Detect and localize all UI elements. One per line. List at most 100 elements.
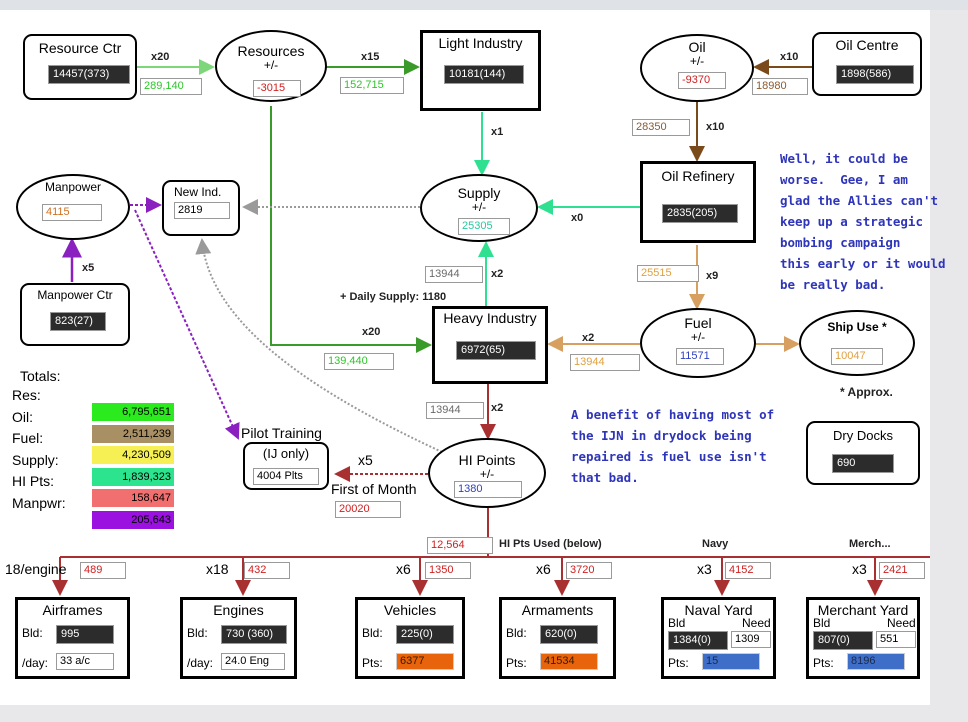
resources-value: -3015 [253, 80, 301, 97]
bld-label: Bld: [506, 626, 527, 640]
fuel-value: 11571 [676, 348, 724, 365]
pilot-training-node: (IJ only) 4004 Plts [243, 442, 329, 490]
totals-row: Manpwr:205,643 [12, 494, 174, 529]
oil-refinery-node: Oil Refinery 2835(205) [640, 161, 756, 243]
heavy-industry-out-multiplier: x2 [491, 402, 504, 414]
bld-value: 620(0) [540, 625, 598, 644]
production-hi-use: 3720 [566, 562, 612, 579]
supply-refinery-multiplier: x0 [571, 212, 584, 224]
note-drydock: A benefit of having most of the IJN in d… [571, 407, 775, 485]
bld-label: Bld: [362, 626, 383, 640]
oil-refinery-out-multiplier: x9 [706, 270, 719, 282]
heavy-industry-res-input: 139,440 [324, 353, 394, 370]
resources-output: 152,715 [340, 77, 404, 94]
pilot-training-sub: (IJ only) [262, 446, 310, 461]
heavy-industry-title: Heavy Industry [443, 310, 537, 326]
bld-label: Bld: [22, 626, 43, 640]
production-title: Armaments [521, 602, 594, 618]
oil-sign: +/- [689, 54, 705, 68]
pilot-training-multiplier: x5 [358, 452, 373, 468]
production-multiplier: x6 [396, 561, 411, 577]
production-title: Engines [213, 602, 264, 618]
totals-label: Manpwr: [12, 494, 66, 511]
row2-value: 8196 [847, 653, 905, 670]
oil-refinery-value: 2835(205) [662, 204, 738, 223]
resources-node: Resources +/- -3015 [215, 30, 327, 102]
heavy-industry-fuel-input: 13944 [570, 354, 640, 371]
oil-node: Oil +/- -9370 [640, 34, 754, 102]
totals-value: 6,795,651 [92, 403, 174, 421]
resources-sign: +/- [263, 58, 279, 72]
manpower-node: Manpower 4115 [16, 174, 130, 240]
totals-value: 2,511,239 [92, 424, 174, 443]
production-title: Vehicles [383, 602, 437, 618]
pilot-training-value: 4004 Plts [253, 468, 319, 485]
supply-title: Supply [457, 185, 501, 201]
hi-points-value: 1380 [454, 481, 522, 498]
resources-multiplier: x15 [361, 51, 380, 63]
production-hi-use: 2421 [879, 562, 925, 579]
production-multiplier: 18/engine [5, 561, 67, 577]
fuel-sign: +/- [690, 330, 706, 344]
bld-value: 995 [56, 625, 114, 644]
oil-refinery-in-multiplier: x10 [706, 121, 725, 133]
new-ind-title: New Ind. [174, 185, 222, 199]
totals-label: Fuel: [12, 430, 44, 446]
new-ind-value: 2819 [174, 202, 230, 219]
row2-value: 15 [702, 653, 760, 670]
dry-docks-node: Dry Docks 690 [806, 421, 920, 485]
production-multiplier: x3 [697, 561, 712, 577]
heavy-industry-output: 13944 [426, 402, 484, 419]
fuel-title: Fuel [684, 315, 712, 331]
production-title: Naval Yard [684, 602, 753, 618]
totals-row: Supply:1,839,323 [12, 452, 174, 486]
bld-value: 225(0) [396, 625, 454, 644]
totals-row: HI Pts:158,647 [12, 473, 174, 507]
navy-label: Navy [702, 538, 729, 550]
resource-ctr-value: 14457(373) [48, 65, 130, 84]
oil-centre-value: 1898(586) [836, 65, 914, 84]
totals-row: Oil:2,511,239 [12, 409, 174, 443]
need-label: Need [742, 616, 771, 630]
note-bombing: Well, it could be worse. Gee, I am glad … [780, 151, 946, 292]
supply-value: 25305 [458, 218, 510, 235]
resource-ctr-multiplier: x20 [151, 51, 170, 63]
resource-ctr-node: Resource Ctr 14457(373) [23, 34, 137, 100]
totals-value: 158,647 [92, 489, 174, 507]
production-hi-use: 489 [80, 562, 126, 579]
oil-centre-title: Oil Centre [835, 37, 899, 53]
heavy-industry-node: Heavy Industry 6972(65) [432, 306, 548, 384]
bld-label: Bld: [187, 626, 208, 640]
need-value: 1309 [731, 631, 771, 648]
production-hi-use: 1350 [425, 562, 471, 579]
manpower-ctr-node: Manpower Ctr 823(27) [20, 283, 130, 346]
daily-supply-label: + Daily Supply: 1180 [340, 291, 447, 303]
resource-ctr-title: Resource Ctr [38, 40, 122, 56]
totals-value: 1,839,323 [92, 467, 174, 486]
need-value: 551 [876, 631, 916, 648]
ship-use-node: Ship Use * 10047 [799, 310, 915, 376]
heavy-industry-res-multiplier: x20 [362, 326, 381, 338]
row2-label: /day: [22, 656, 49, 670]
oil-refinery-input: 28350 [632, 119, 690, 136]
supply-hi-multiplier: x2 [491, 268, 504, 280]
oil-centre-multiplier: x10 [780, 51, 799, 63]
resource-ctr-output: 289,140 [140, 78, 202, 95]
light-industry-title: Light Industry [438, 35, 523, 51]
light-industry-value: 10181(144) [444, 65, 524, 84]
production-title: Airframes [42, 602, 103, 618]
totals-value: 4,230,509 [92, 446, 174, 464]
oil-refinery-output: 25515 [637, 265, 699, 282]
row2-label: Pts: [506, 656, 527, 670]
manpower-ctr-multiplier: x5 [82, 262, 95, 274]
dry-docks-value: 690 [832, 454, 894, 473]
hi-points-node: HI Points +/- 1380 [428, 438, 546, 508]
bld-label: Bld [668, 616, 686, 630]
first-of-month-value: 20020 [335, 501, 401, 518]
row2-value: 33 a/c [56, 653, 114, 670]
manpower-ctr-title: Manpower Ctr [37, 288, 113, 302]
